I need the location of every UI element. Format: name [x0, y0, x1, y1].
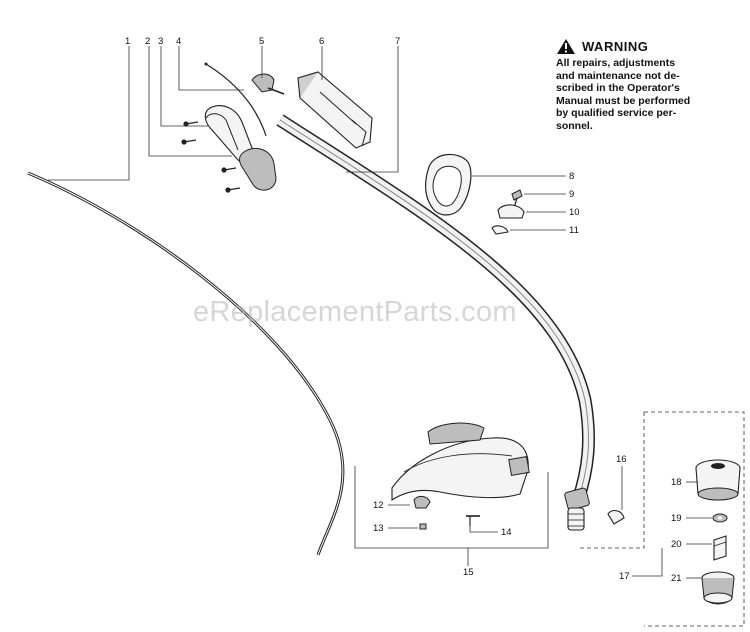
callout-6: 6 — [319, 36, 324, 47]
warning-line-2: and maintenance not de- — [556, 69, 680, 82]
part-1-drive-shaft — [27, 171, 345, 556]
warning-triangle-icon — [557, 39, 575, 54]
warning-title: WARNING — [582, 39, 649, 54]
part-21-spool — [701, 571, 735, 605]
callout-7: 7 — [395, 36, 400, 47]
callout-2: 2 — [145, 36, 150, 47]
warning-line-1: All repairs, adjustments — [556, 57, 676, 69]
trimmer-head-group-outline — [580, 411, 745, 627]
warning-notice: WARNING All repairs, adjustments and mai… — [556, 38, 724, 132]
callout-8: 8 — [569, 171, 574, 182]
part-16-clip — [607, 509, 625, 525]
part-6-handle-housing — [297, 71, 373, 149]
part-15-guard — [391, 422, 530, 530]
callout-18: 18 — [671, 477, 682, 488]
warning-header: WARNING — [556, 38, 724, 55]
part-9-10-11-clamp — [491, 189, 525, 235]
callout-15: 15 — [463, 567, 474, 578]
part-4-throttle-cable — [204, 62, 267, 137]
callout-21: 21 — [671, 573, 682, 584]
part-2-3-handle — [181, 105, 277, 193]
callout-3: 3 — [158, 36, 163, 47]
callout-13: 13 — [373, 523, 384, 534]
part-8-loop-handle — [424, 153, 472, 216]
callout-11: 11 — [569, 225, 579, 236]
callout-12: 12 — [373, 500, 384, 511]
callout-19: 19 — [671, 513, 682, 524]
watermark: eReplacementParts.com — [193, 296, 517, 328]
callout-20: 20 — [671, 539, 682, 550]
callout-4: 4 — [176, 36, 181, 47]
warning-line-3: scribed in the Operator's — [556, 82, 680, 94]
warning-line-4: Manual must be performed — [556, 94, 691, 107]
part-19-washer — [712, 513, 728, 523]
callout-14: 14 — [501, 527, 512, 538]
leader-lines — [48, 46, 712, 579]
part-18-trimmer-head-top — [695, 459, 741, 501]
warning-line-6: sonnel. — [556, 119, 593, 132]
callout-1: 1 — [125, 36, 130, 47]
callout-10: 10 — [569, 207, 580, 218]
callout-16: 16 — [616, 454, 627, 465]
warning-line-5: by qualified service per- — [556, 107, 677, 119]
part-5-throttle-trigger — [251, 73, 285, 95]
callouts: 1 2 3 4 5 6 7 8 9 10 11 12 13 14 15 16 1… — [125, 36, 682, 584]
callout-5: 5 — [259, 36, 264, 47]
part-20-spring — [713, 535, 727, 561]
callout-17: 17 — [619, 571, 630, 582]
callout-9: 9 — [569, 189, 574, 200]
part-7-shaft-tube — [276, 114, 596, 531]
